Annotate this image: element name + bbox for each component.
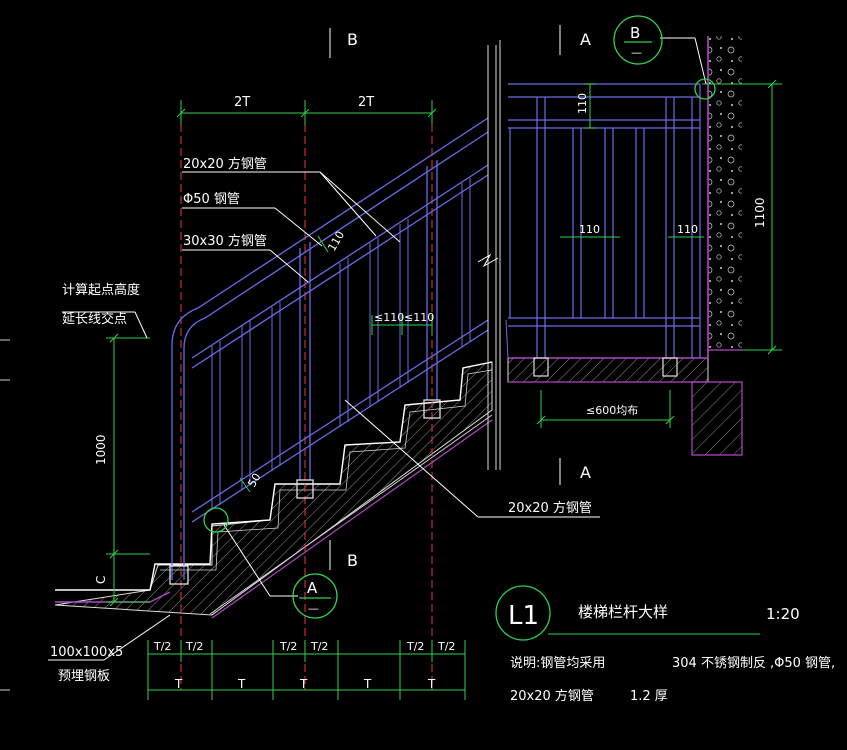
mid-section-cut (477, 40, 509, 470)
note-square-tube-30: 30x30 方钢管 (183, 233, 267, 249)
title-tag-circle (495, 585, 551, 641)
section-mark-b-top: B (347, 30, 358, 49)
callout-circle-a (292, 573, 338, 619)
dim-110-vertical: 110 (576, 93, 589, 114)
handrail-outer (171, 117, 489, 580)
base-plate-2 (296, 479, 314, 499)
note-calc-height-1: 计算起点高度 (62, 282, 140, 298)
note-round-tube-50: Φ50 钢管 (183, 192, 240, 207)
dim-half-5: T/2 (406, 640, 424, 653)
notes-line1-b: 304 不锈钢制反 (672, 656, 766, 671)
dim-t-4: T (363, 677, 372, 691)
callout-b-sub: — (631, 46, 642, 59)
dim-slope-50: 50 (245, 471, 263, 490)
sheet-border-ticks (0, 339, 10, 691)
dim-half-6: T/2 (437, 640, 455, 653)
stair-soffit-magenta (211, 419, 493, 619)
callout-a-sub: — (308, 602, 319, 615)
notes-line1-a: 说明:钢管均采用 (510, 656, 605, 671)
dim-t-3: T (299, 677, 308, 691)
dim-c: C (94, 576, 108, 584)
sloped-railing (169, 117, 489, 585)
section-mark-b-bottom: B (347, 551, 358, 570)
dim-2t-right: 2T (358, 95, 374, 110)
dim-half-2: T/2 (185, 640, 203, 653)
section-mark-a-top: A (580, 30, 591, 49)
right-wall (707, 36, 742, 358)
title-scale: 1:20 (766, 605, 800, 623)
stair-soffit-line (209, 414, 493, 615)
callout-circle-b (613, 15, 663, 65)
landing-railing (508, 83, 701, 377)
landing-slab-hatch (507, 357, 709, 383)
dim-110-gap-left: 110 (579, 223, 600, 236)
handrail-inner (183, 131, 489, 580)
note-square-tube-20: 20x20 方钢管 (183, 156, 267, 172)
title-tag: L1 (508, 601, 539, 631)
right-wall-gravel (708, 36, 742, 350)
dim-half-3: T/2 (279, 640, 297, 653)
note-embedded-plate-1: 100x100x5 (50, 645, 123, 660)
dim-t-1: T (174, 677, 183, 691)
landing-slab (507, 349, 743, 456)
dimension-lines (106, 79, 782, 700)
infill-balusters (211, 178, 471, 510)
dim-half-4: T/2 (310, 640, 328, 653)
dim-600-spacing: ≤600均布 (586, 404, 638, 417)
dim-le110-b: ≤110 (404, 311, 434, 324)
dim-1000: 1000 (94, 434, 108, 465)
landing-base-plate-2 (662, 357, 678, 377)
dim-t-5: T (427, 677, 436, 691)
base-plate-3 (423, 399, 441, 419)
dim-110-gap-right: 110 (677, 223, 698, 236)
text-layer: B A A B B — A — 2T 2T 110 110 110 1100 1… (50, 24, 835, 704)
detail-circle-top (694, 78, 716, 100)
dim-2t-left: 2T (234, 95, 250, 110)
title-text: 楼梯栏杆大样 (578, 603, 668, 621)
note-calc-height-2: 延长线交点 (62, 311, 127, 327)
landing-base-plate-1 (533, 357, 549, 377)
rail-upper-1 (191, 164, 489, 359)
stair-treads-outline (55, 361, 493, 591)
callout-circles (203, 15, 716, 641)
leader-lines (48, 25, 707, 661)
concrete-stair (54, 361, 493, 619)
notes-line2-a: 20x20 方钢管 (510, 688, 594, 704)
dim-le110-a: ≤110 (374, 311, 404, 324)
dim-t-2: T (237, 677, 246, 691)
detail-circle-small (203, 507, 229, 533)
section-mark-a-bottom: A (580, 463, 591, 482)
note-square-tube-20-lower: 20x20 方钢管 (508, 500, 592, 516)
dim-slope-110: 110 (325, 229, 347, 254)
landing-wall-hatch (691, 381, 743, 456)
dim-1100: 1100 (753, 197, 767, 228)
callout-a-letter: A (307, 579, 318, 597)
break-symbol (477, 253, 499, 268)
stair-inner-step-line (160, 369, 493, 571)
dim-half-1: T/2 (153, 640, 171, 653)
notes-line2-b: 1.2 厚 (630, 689, 668, 704)
callout-b-letter: B (630, 24, 640, 42)
notes-line1-c: ,Φ50 钢管, (770, 656, 835, 671)
note-embedded-plate-2: 预埋钢板 (58, 669, 110, 684)
base-plate-1 (169, 565, 189, 585)
